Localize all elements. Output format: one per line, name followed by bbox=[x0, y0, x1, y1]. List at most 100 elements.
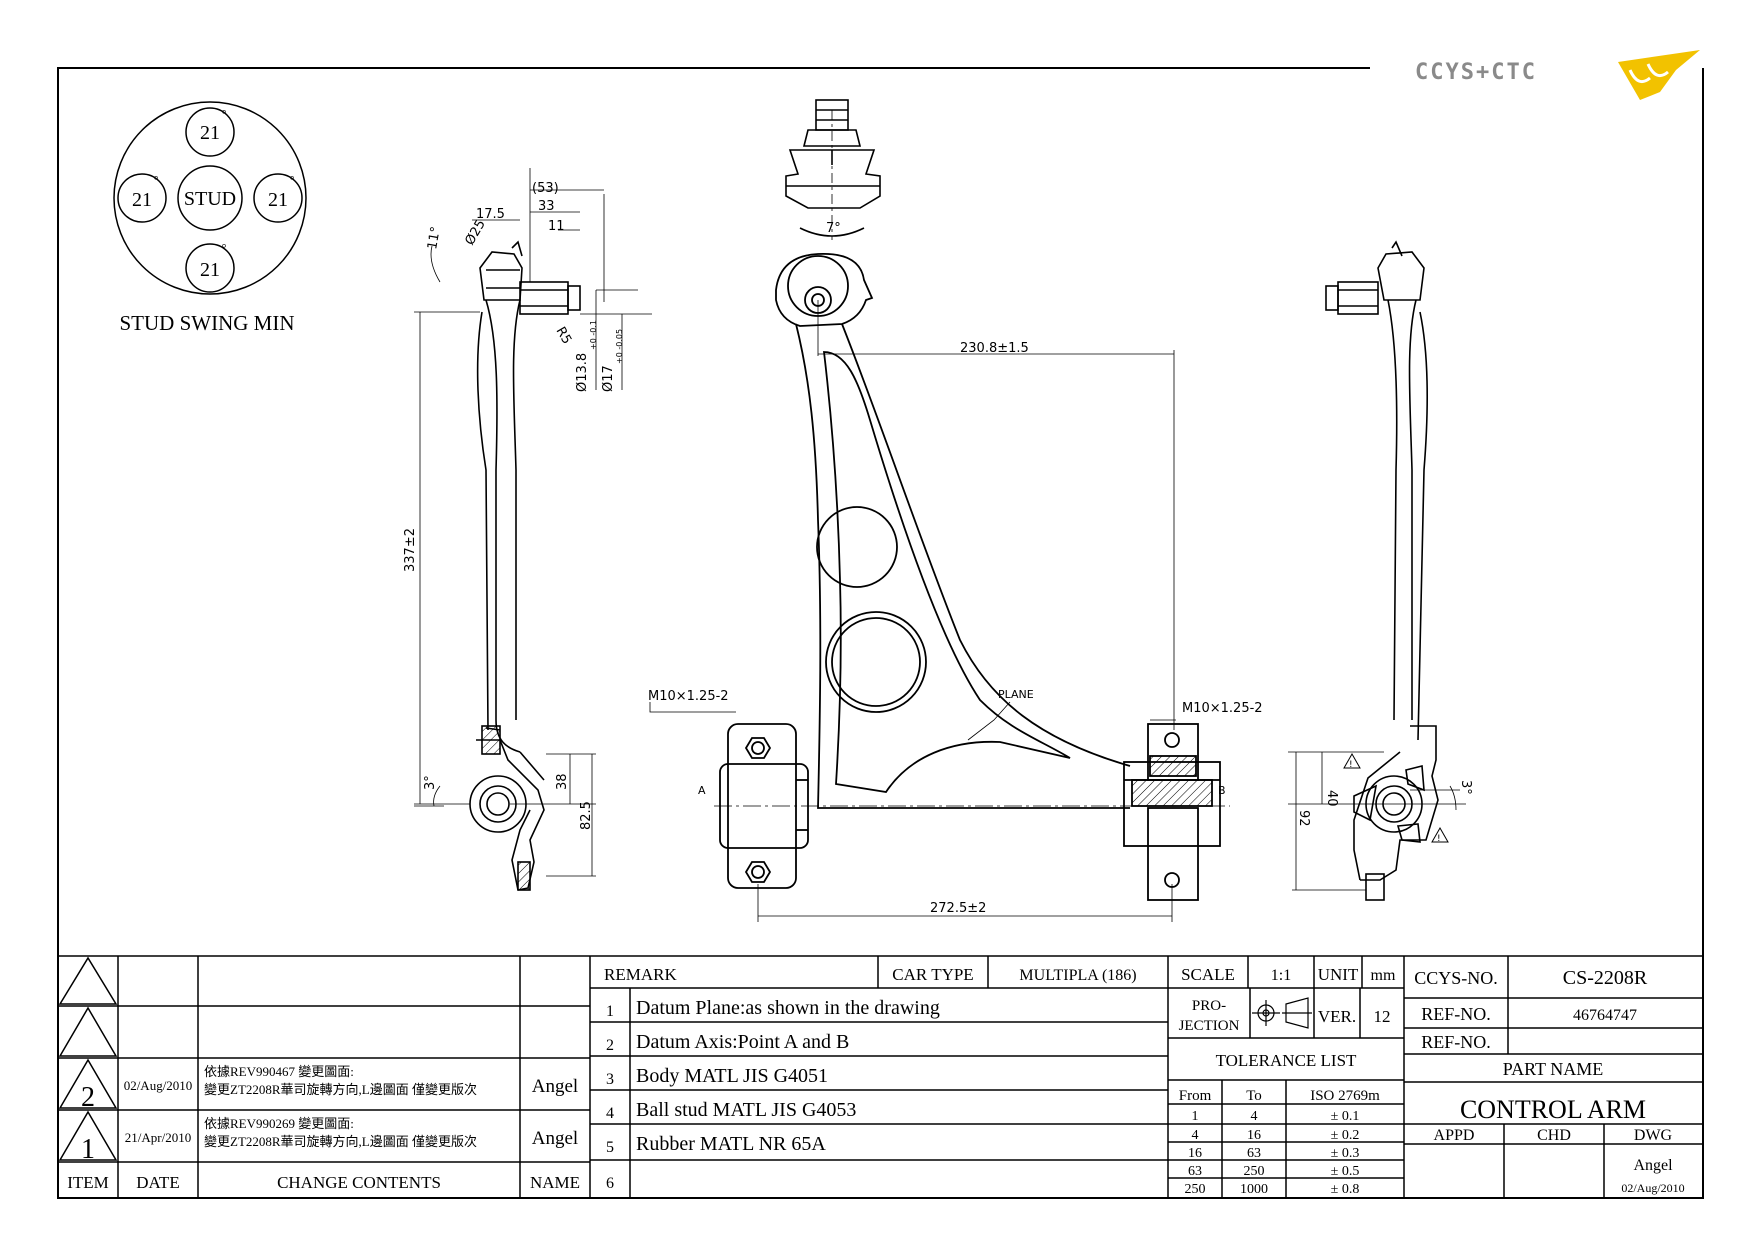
dim-337: 337±2 bbox=[403, 528, 418, 572]
tol-to: 250 bbox=[1244, 1164, 1265, 1179]
remark-label: REMARK bbox=[604, 965, 677, 984]
left-side-view bbox=[469, 240, 581, 891]
tol-value: ± 0.2 bbox=[1331, 1128, 1360, 1143]
ver-label: VER. bbox=[1318, 1007, 1356, 1026]
revision-triangles bbox=[58, 956, 118, 1161]
label-point-a: A bbox=[698, 784, 706, 797]
remark-text-3: Body MATL JIS G4051 bbox=[636, 1065, 828, 1087]
deg-left: ° bbox=[154, 173, 159, 187]
remark-text-5: Rubber MATL NR 65A bbox=[636, 1133, 826, 1155]
stud-swing-center: STUD bbox=[184, 188, 236, 210]
tol-to: 1000 bbox=[1240, 1182, 1268, 1197]
dim-r5: R5 bbox=[553, 325, 575, 347]
dwg-label: DWG bbox=[1634, 1127, 1673, 1144]
dim-230-8: 230.8±1.5 bbox=[960, 341, 1029, 356]
ccys-no-label: CCYS-NO. bbox=[1414, 968, 1498, 988]
logo-text: CCYS+CTC bbox=[1415, 60, 1537, 85]
tol-to: 63 bbox=[1247, 1146, 1261, 1161]
ref-no-label: REF-NO. bbox=[1421, 1004, 1491, 1024]
warning-icon bbox=[1343, 752, 1361, 769]
ccys-no-value: CS-2208R bbox=[1563, 967, 1648, 989]
remark-n-4: 4 bbox=[606, 1105, 614, 1122]
remark-n-5: 5 bbox=[606, 1139, 614, 1156]
tol-to: 4 bbox=[1251, 1109, 1258, 1124]
remark-n-1: 1 bbox=[606, 1003, 614, 1020]
scale-value: 1:1 bbox=[1271, 967, 1291, 984]
rev-header-item: ITEM bbox=[67, 1173, 109, 1192]
tol-value: ± 0.5 bbox=[1331, 1164, 1360, 1179]
rev-header-contents: CHANGE CONTENTS bbox=[277, 1173, 441, 1192]
rev-contents-1-l1: 依據REV990269 變更圖面: bbox=[204, 1116, 354, 1131]
tol-header-from: From bbox=[1179, 1088, 1212, 1104]
dim-38: 38 bbox=[555, 773, 570, 790]
car-type-value: MULTIPLA (186) bbox=[1019, 967, 1136, 984]
tol-header-iso: ISO 2769m bbox=[1310, 1088, 1380, 1104]
tol-from: 1 bbox=[1192, 1109, 1199, 1124]
rev-header-date: DATE bbox=[136, 1173, 179, 1192]
sheet-border bbox=[57, 67, 1704, 1199]
car-type-label: CAR TYPE bbox=[892, 965, 973, 984]
stud-swing-top: 21 bbox=[200, 122, 220, 144]
svg-text:!: ! bbox=[1437, 834, 1441, 844]
drawn-date: 02/Aug/2010 bbox=[1621, 1181, 1684, 1195]
thread-m10-right: M10×1.25-2 bbox=[1182, 701, 1263, 716]
right-side-view bbox=[1325, 240, 1439, 901]
projection-symbol-icon bbox=[1252, 997, 1312, 1029]
tol-header-to: To bbox=[1246, 1088, 1262, 1104]
part-name-value: CONTROL ARM bbox=[1460, 1095, 1646, 1124]
remark-n-2: 2 bbox=[606, 1037, 614, 1054]
stud-swing-caption: STUD SWING MIN bbox=[120, 311, 295, 335]
front-view-ball-stud bbox=[785, 99, 881, 237]
tol-from: 250 bbox=[1185, 1182, 1206, 1197]
dim-92: 92 bbox=[1296, 810, 1311, 827]
tol-value: ± 0.8 bbox=[1331, 1182, 1360, 1197]
logo-swirl-icon bbox=[1628, 63, 1669, 84]
tol-value: ± 0.3 bbox=[1331, 1146, 1360, 1161]
remark-n-3: 3 bbox=[606, 1071, 614, 1088]
tolerance-title: TOLERANCE LIST bbox=[1216, 1051, 1357, 1070]
dim-dia-13-8-tol: +0 -0.1 bbox=[589, 320, 598, 350]
remark-text-1: Datum Plane:as shown in the drawing bbox=[636, 997, 940, 1019]
rev-contents-1-l2: 變更ZT2208R華司旋轉方向,L邊圖面 僅變更版次 bbox=[204, 1134, 477, 1149]
dim-ang-3-left: 3° bbox=[423, 775, 438, 790]
ver-value: 12 bbox=[1374, 1007, 1391, 1026]
projection-l1: PRO- bbox=[1192, 998, 1226, 1014]
dim-53: (53) bbox=[532, 181, 559, 196]
dim-dia-17: Ø17 bbox=[601, 365, 616, 392]
dim-40: 40 bbox=[1324, 790, 1339, 807]
company-logo: CCYS+CTC bbox=[1415, 50, 1700, 100]
tol-to: 16 bbox=[1247, 1128, 1261, 1143]
remark-text-2: Datum Axis:Point A and B bbox=[636, 1031, 849, 1053]
drawn-by: Angel bbox=[1633, 1157, 1673, 1174]
part-name-label: PART NAME bbox=[1503, 1059, 1603, 1079]
deg-top: ° bbox=[222, 107, 227, 121]
warning-marks: ! ! bbox=[1343, 752, 1449, 844]
warning-icon bbox=[1431, 826, 1449, 843]
thread-m10-left: M10×1.25-2 bbox=[648, 689, 729, 704]
stud-swing-bottom: 21 bbox=[200, 259, 220, 281]
front-view-dimensions bbox=[649, 110, 1230, 922]
rev-contents-2-l2: 變更ZT2208R華司旋轉方向,L邊圖面 僅變更版次 bbox=[204, 1082, 477, 1097]
stud-swing-left: 21 bbox=[132, 189, 152, 211]
right-view-dimensions bbox=[1288, 751, 1466, 891]
remark-n-6: 6 bbox=[606, 1175, 614, 1192]
tol-value: ± 0.1 bbox=[1331, 1109, 1360, 1124]
dim-11: 11 bbox=[548, 219, 565, 234]
deg-right: ° bbox=[290, 173, 295, 187]
deg-bottom: ° bbox=[222, 241, 227, 255]
unit-value: mm bbox=[1371, 967, 1396, 984]
unit-label: UNIT bbox=[1318, 965, 1359, 984]
rev-contents-2-l1: 依據REV990467 變更圖面: bbox=[204, 1064, 354, 1079]
left-view-dimensions bbox=[414, 168, 652, 877]
rev-item-1: 1 bbox=[81, 1134, 95, 1165]
label-plane: PLANE bbox=[998, 688, 1034, 701]
ref-no2-label: REF-NO. bbox=[1421, 1032, 1491, 1052]
chd-label: CHD bbox=[1537, 1127, 1571, 1144]
tol-from: 63 bbox=[1188, 1164, 1202, 1179]
label-point-b: B bbox=[1218, 784, 1226, 797]
tol-from: 16 bbox=[1188, 1146, 1202, 1161]
rev-name-2: Angel bbox=[532, 1076, 578, 1097]
rev-name-1: Angel bbox=[532, 1128, 578, 1149]
rev-item-2: 2 bbox=[81, 1082, 95, 1113]
